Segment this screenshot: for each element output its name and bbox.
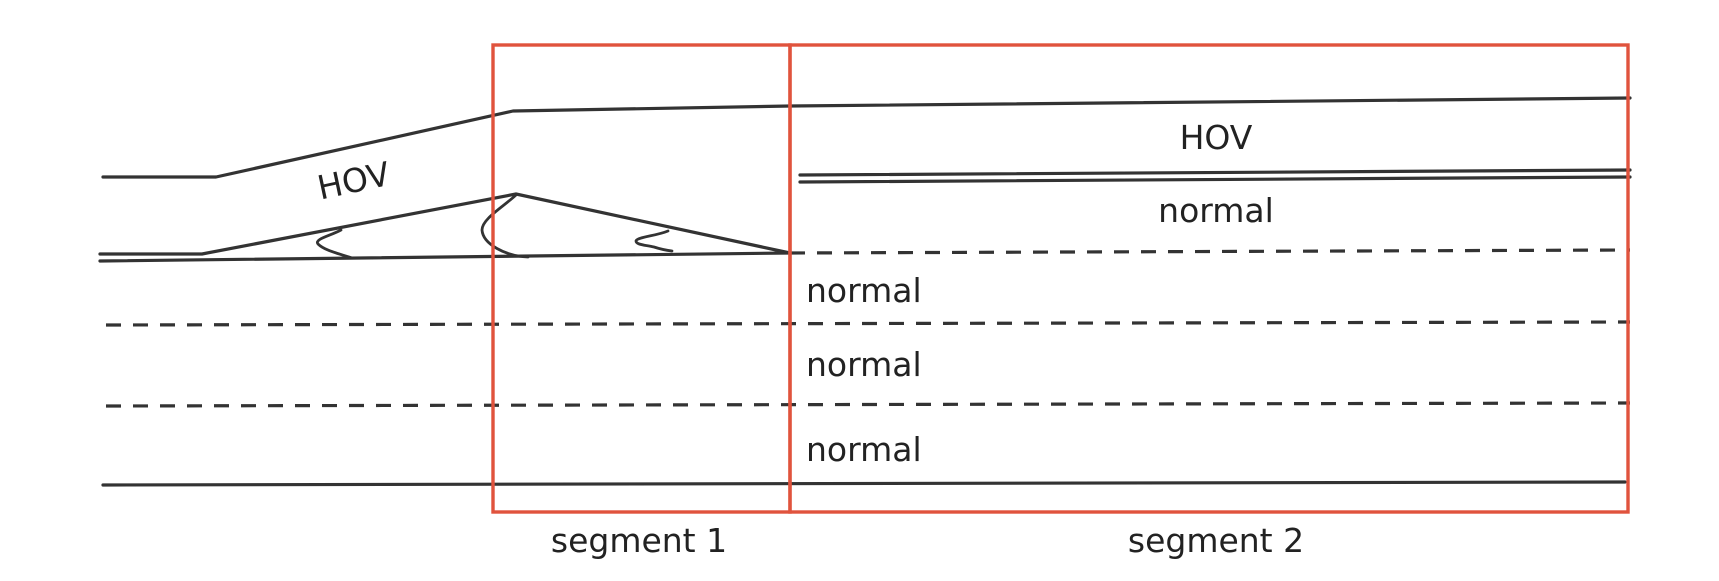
normal-lane-label-3: normal — [806, 345, 922, 384]
lane-divider-dashed-2 — [105, 320, 1631, 327]
segment-1-label: segment 1 — [551, 521, 727, 560]
segment-2-label: segment 2 — [1128, 521, 1304, 560]
mainline-top-edge — [98, 251, 792, 263]
hov-lane-label: HOV — [1180, 118, 1253, 157]
segment-2-box — [788, 43, 1630, 514]
hov-separator-line-lower — [798, 175, 1632, 184]
lane-divider-dashed-3 — [105, 401, 1631, 408]
hov-separator-line-upper — [798, 168, 1632, 177]
gore-hatch-mark-3 — [634, 229, 674, 253]
mainline-bottom-edge — [101, 480, 1627, 487]
lane-divider-dashed-1 — [789, 248, 1631, 255]
gore-hatch-mark-1 — [315, 228, 354, 260]
gore-hatch-mark-2 — [480, 193, 530, 259]
normal-lane-label-1: normal — [1158, 191, 1274, 230]
normal-lane-label-2: normal — [806, 271, 922, 310]
hov-ramp-lower-edge — [98, 192, 792, 256]
normal-lane-label-4: normal — [806, 430, 922, 469]
hov-ramp-upper-edge — [101, 96, 1632, 179]
